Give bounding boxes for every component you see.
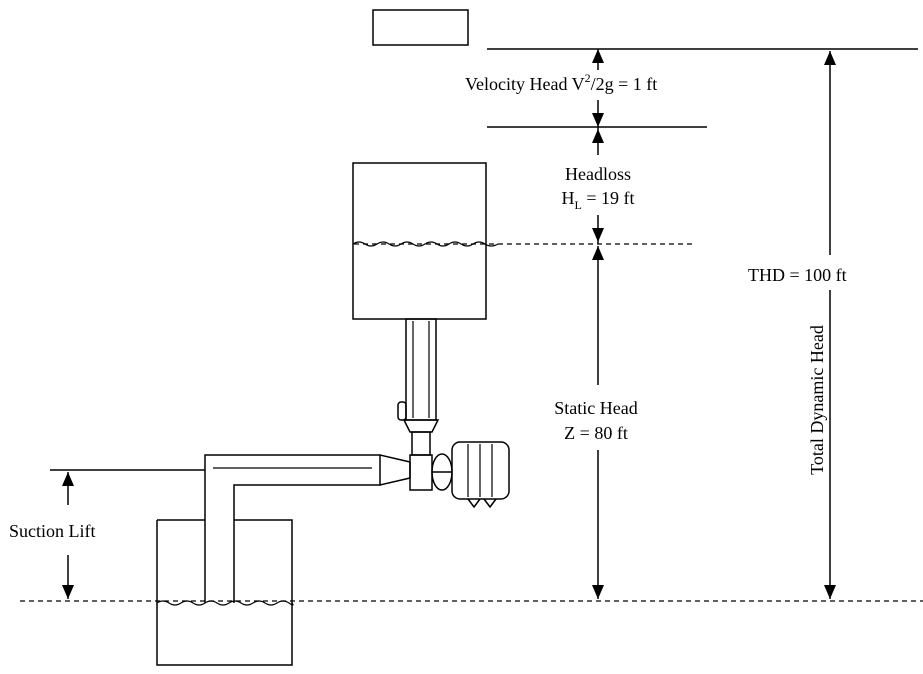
pump-casing: [409, 454, 433, 491]
top-box: [372, 9, 469, 46]
velocity-head-label: Velocity Head V2/2g = 1 ft: [465, 71, 657, 94]
suction-pipe: [204, 454, 381, 603]
pump-motor: [451, 441, 510, 500]
discharge-pipe: [405, 318, 437, 421]
valve-stem: [397, 401, 407, 421]
suction-lift-arrow-down: [62, 585, 74, 599]
velocity-head-arrow-down: [592, 113, 604, 127]
velocity-head-arrow-up: [592, 49, 604, 63]
motor-base: [467, 498, 497, 509]
static-head-arrow-down: [592, 585, 604, 599]
headloss-arrow-down: [592, 228, 604, 242]
pump-neck: [411, 431, 431, 456]
thd-arrow-up: [824, 51, 836, 65]
lower-tank: [156, 519, 293, 666]
discharge-flange: [402, 419, 440, 433]
upper-tank: [352, 162, 487, 320]
reducer: [379, 454, 411, 486]
static-head-arrow-up: [592, 246, 604, 260]
static-head-label: Static Head: [554, 398, 637, 418]
static-head-value: Z = 80 ft: [564, 423, 628, 443]
headloss-value: HL = 19 ft: [562, 188, 635, 212]
thd-arrow-down: [824, 585, 836, 599]
upper-tank-water-surface: [352, 241, 499, 247]
headloss-arrow-up: [592, 129, 604, 143]
total-dynamic-head-label: Total Dynamic Head: [807, 325, 827, 475]
lower-tank-water-surface: [156, 600, 294, 606]
thd-label: THD = 100 ft: [748, 265, 847, 285]
suction-lift-label: Suction Lift: [9, 521, 96, 541]
suction-lift-arrow-up: [62, 472, 74, 486]
headloss-label: Headloss: [565, 164, 631, 184]
